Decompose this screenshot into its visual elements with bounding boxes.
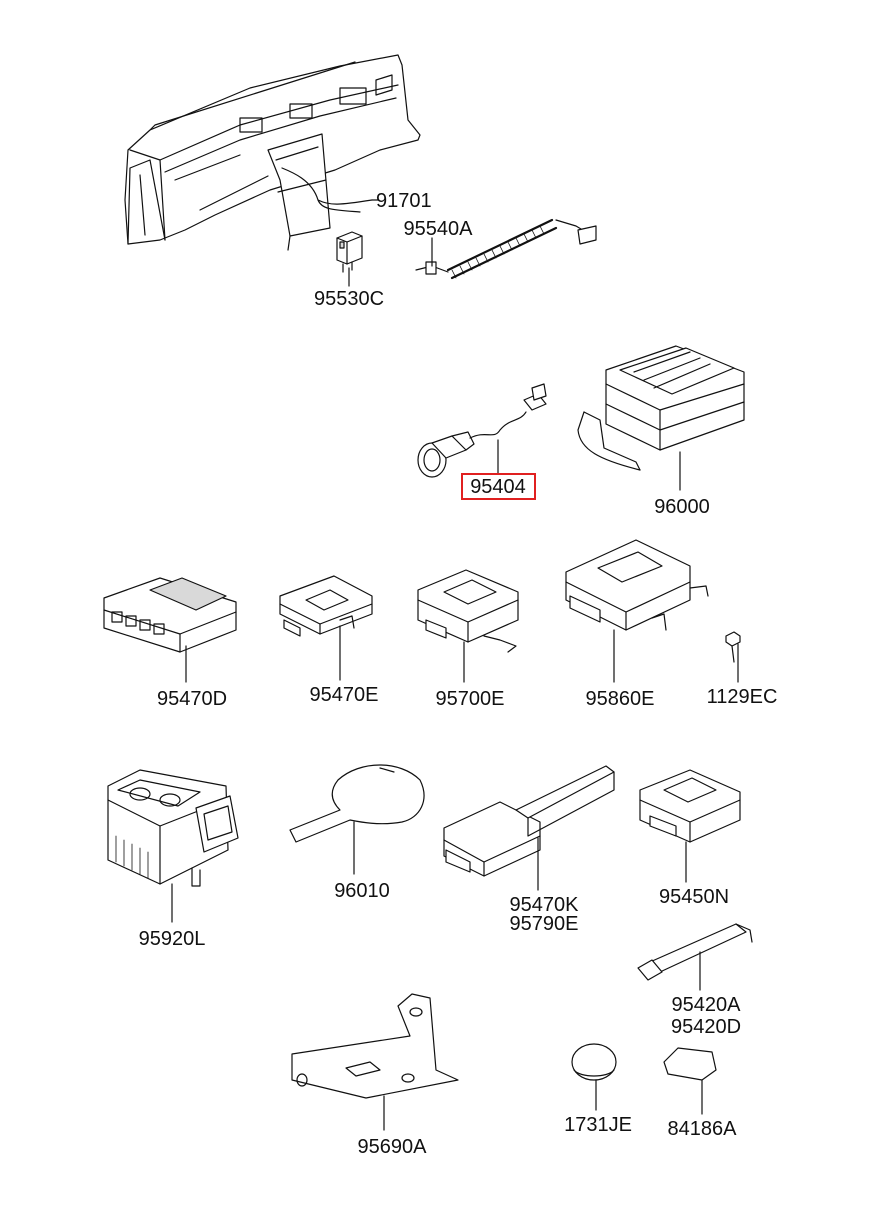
part-label-95700e[interactable]: 95700E (435, 688, 505, 710)
part-label-95420a[interactable]: 95420A (671, 994, 741, 1016)
module-95700e (417, 569, 519, 653)
bolt-1129ec (725, 631, 741, 663)
part-label-95530c[interactable]: 95530C (313, 288, 385, 310)
part-label-1129ec[interactable]: 1129EC (706, 686, 778, 708)
plug-1731je (571, 1043, 617, 1081)
part-label-84186a[interactable]: 84186A (667, 1118, 737, 1140)
pad-84186a (663, 1047, 717, 1081)
highlight-box (461, 473, 536, 500)
bracket-95420a (637, 923, 753, 981)
part-label-95920l[interactable]: 95920L (138, 928, 206, 950)
part-label-95540a[interactable]: 95540A (403, 218, 473, 240)
part-label-95860e[interactable]: 95860E (585, 688, 655, 710)
part-label-95690a[interactable]: 95690A (357, 1136, 427, 1158)
coil-95404 (417, 383, 547, 478)
bracket-95690a (291, 993, 459, 1099)
ecu-96000 (577, 345, 745, 471)
part-label-95404[interactable]: 95404 (470, 476, 526, 498)
part-label-91701[interactable]: 91701 (376, 190, 432, 212)
dashboard-illustration (124, 54, 421, 251)
part-label-95470k[interactable]: 95470K (509, 894, 579, 916)
part-label-95790e[interactable]: 95790E (509, 913, 579, 935)
part-label-1731je[interactable]: 1731JE (564, 1114, 632, 1136)
part-label-95470e[interactable]: 95470E (309, 684, 379, 706)
antenna-95540a (415, 218, 597, 280)
module-95470k (443, 765, 615, 877)
switch-95530c (336, 231, 363, 273)
part-label-96010[interactable]: 96010 (334, 880, 390, 902)
part-label-96000[interactable]: 96000 (654, 496, 710, 518)
module-95860e (565, 539, 709, 631)
part-label-95470d[interactable]: 95470D (156, 688, 228, 710)
part-label-95420d[interactable]: 95420D (670, 1016, 742, 1038)
module-95920l (107, 769, 239, 887)
part-label-95450n[interactable]: 95450N (658, 886, 730, 908)
module-95470d (103, 577, 237, 653)
module-95450n (639, 769, 741, 843)
module-95470e (279, 575, 373, 637)
cover-96010 (289, 764, 425, 843)
